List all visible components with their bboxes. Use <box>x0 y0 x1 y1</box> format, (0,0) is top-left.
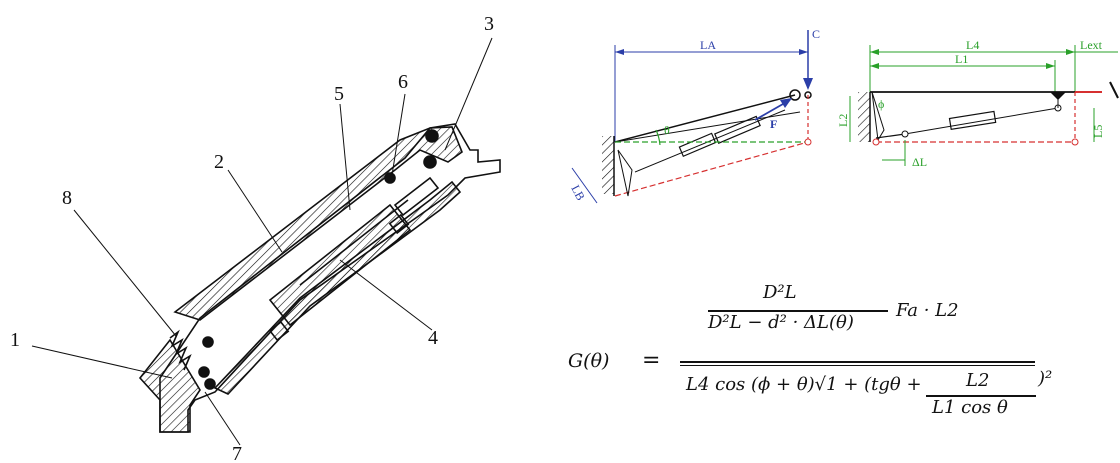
pin-1 <box>198 366 210 378</box>
label-2: 2 <box>214 151 224 173</box>
main-fraction-bar-2 <box>680 365 1035 366</box>
denominator-frac-bottom: L1 cos θ <box>932 397 1008 418</box>
leader-lines <box>31 37 493 446</box>
numerator-bottom: D²L − d² · ΔL(θ) <box>708 312 854 333</box>
dim-phi: ϕ <box>878 97 884 111</box>
dim-f: F <box>770 117 777 131</box>
label-6: 6 <box>398 71 408 93</box>
dim-l1: L1 <box>955 52 968 66</box>
label-3: 3 <box>484 13 494 35</box>
dim-dl: ΔL <box>912 155 927 169</box>
sectional-drawing <box>138 123 501 433</box>
main-fraction-bar <box>680 361 1035 363</box>
denominator-main: L4 cos (ϕ + θ)√1 + (tgθ + <box>686 374 922 395</box>
dim-theta: θ <box>664 123 670 137</box>
pin-8 <box>202 336 214 348</box>
kinematic-diagram-left: LA C F θ LB <box>568 27 820 204</box>
screw-top <box>388 213 410 235</box>
numerator-top: D²L <box>763 282 797 303</box>
dim-lb: LB <box>568 183 588 203</box>
dim-la: LA <box>700 38 716 52</box>
piston-rod <box>393 176 440 217</box>
dim-l2: L2 <box>836 114 850 127</box>
pin-3a <box>425 129 439 143</box>
torque-formula: G(θ) = D²L D²L − d² · ΔL(θ) Fa · L2 L4 c… <box>568 282 1052 452</box>
label-5: 5 <box>334 83 344 105</box>
kinematic-diagram-right: L4 Lext L1 L2 ϕ <box>836 38 1119 169</box>
dim-c: C <box>812 27 820 41</box>
cylinder-body <box>268 203 412 327</box>
pin-6 <box>384 172 396 184</box>
label-4: 4 <box>428 327 438 349</box>
dim-l5: L5 <box>1091 125 1105 138</box>
numerator-bar <box>708 310 888 312</box>
denominator-frac-bar <box>926 395 1036 397</box>
base-block <box>138 338 201 433</box>
part-numbers: 1 2 3 4 5 6 7 8 <box>10 13 494 463</box>
formula-equals: = <box>642 348 661 373</box>
dim-lext: Lext <box>1080 38 1103 52</box>
cylinder-line <box>299 199 409 286</box>
screw-bottom <box>268 320 290 342</box>
denominator-tail: )² <box>1038 368 1053 389</box>
dim-l4: L4 <box>966 38 979 52</box>
label-1: 1 <box>10 329 20 351</box>
outer-shell-hatch <box>173 126 463 321</box>
formula-lhs: G(θ) <box>568 350 610 372</box>
label-8: 8 <box>62 187 72 209</box>
numerator-rest: Fa · L2 <box>896 300 959 321</box>
pin-7 <box>204 378 216 390</box>
denominator-frac-top: L2 <box>966 370 990 391</box>
label-7: 7 <box>232 443 242 463</box>
spring <box>169 329 192 371</box>
pin-3b <box>423 155 437 169</box>
